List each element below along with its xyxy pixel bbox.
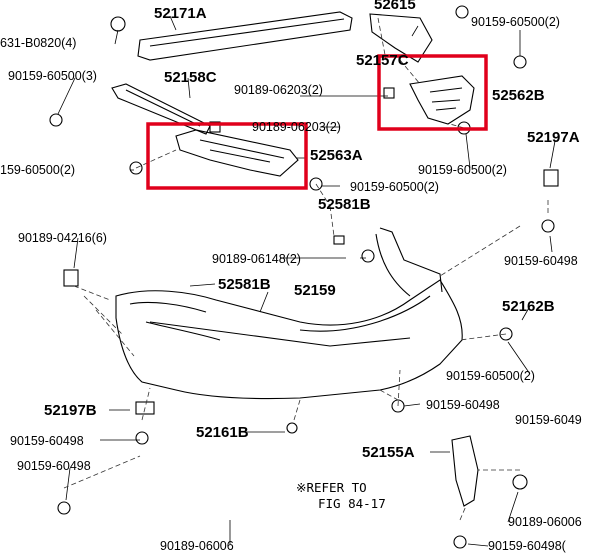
label-90189-06006-b: 90189-06006 xyxy=(160,539,234,553)
highlight-box-52563a xyxy=(146,122,308,190)
label-90159-60500-tr: 90159-60500(2) xyxy=(471,15,560,29)
label-52563a: 52563A xyxy=(310,147,363,164)
label-52158c: 52158C xyxy=(164,69,217,86)
bracket-52562b xyxy=(409,75,475,125)
label-52157c: 52157C xyxy=(356,52,409,69)
label-52581b-a: 52581B xyxy=(318,196,371,213)
reinforcement-bar xyxy=(137,11,353,61)
label-90159-60500-b: 90159-60500(2) xyxy=(350,180,439,194)
label-90159-60500-lr: 90159-60500(2) xyxy=(446,369,535,383)
label-631-b0820: 631-B0820(4) xyxy=(0,36,77,50)
label-90159-60498-l1: 90159-60498 xyxy=(10,434,84,448)
label-90159-60498-m: 90159-60498 xyxy=(426,398,500,412)
label-90159-60500-3: 90159-60500(3) xyxy=(8,69,97,83)
label-52197a: 52197A xyxy=(527,129,580,146)
label-52197b: 52197B xyxy=(44,402,97,419)
bracket-52615 xyxy=(369,13,433,63)
label-52161b: 52161B xyxy=(196,424,249,441)
label-90189-06203-a: 90189-06203(2) xyxy=(234,83,323,97)
retainer-52158c xyxy=(111,83,211,135)
label-90189-06148: 90189-06148(2) xyxy=(212,252,301,266)
label-90159-60500-r: 90159-60500(2) xyxy=(418,163,507,177)
label-52581b-b: 52581B xyxy=(218,276,271,293)
retainer-52155a xyxy=(451,435,479,507)
label-90189-06203-b: 90189-06203(2) xyxy=(252,120,341,134)
label-52162b: 52162B xyxy=(502,298,555,315)
label-159-60500: 159-60500(2) xyxy=(0,163,76,177)
label-90189-06006-r: 90189-06006 xyxy=(508,515,582,529)
bumper-cover xyxy=(115,279,463,400)
label-52562b: 52562B xyxy=(492,87,545,104)
highlight-box-52562b xyxy=(377,54,488,131)
label-52159: 52159 xyxy=(294,282,336,299)
note-refer-to: ※REFER TO xyxy=(296,480,367,495)
note-fig: FIG 84-17 xyxy=(318,496,386,511)
label-90159-60498-l2: 90159-60498 xyxy=(17,459,91,473)
label-90159-60498-r: 90159-60498 xyxy=(504,254,578,268)
label-90159-6049: 90159-6049 xyxy=(515,413,582,427)
label-52615: 52615 xyxy=(374,0,416,13)
label-52155a: 52155A xyxy=(362,444,415,461)
bracket-52563a xyxy=(175,129,299,177)
label-90159-60498-br: 90159-60498( xyxy=(488,539,566,553)
label-52171a: 52171A xyxy=(154,5,207,22)
label-90189-04216: 90189-04216(6) xyxy=(18,231,107,245)
